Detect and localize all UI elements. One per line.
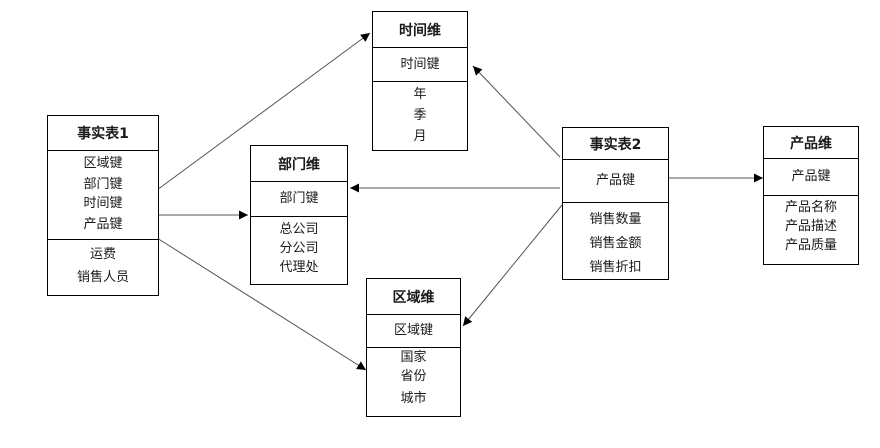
- entity-keys: 部门键: [251, 181, 347, 216]
- entity-key: 区域键: [83, 156, 123, 171]
- entity-attr: 省份: [400, 369, 427, 384]
- entity-keys: 产品键: [764, 158, 858, 195]
- edge-fact1-to-region: [156, 237, 367, 371]
- entity-time-dimension: 时间维 时间键 年 季 月: [372, 11, 468, 151]
- entity-title: 时间维: [399, 22, 441, 39]
- entity-attr: 国家: [400, 350, 427, 365]
- entity-fact-table-1: 事实表1 区域键 部门键 时间键 产品键 运费 销售人员: [47, 115, 159, 296]
- entity-attrs: 国家 省份 城市: [367, 347, 460, 416]
- entity-attr: 销售数量: [589, 212, 642, 227]
- entity-title: 事实表1: [77, 126, 129, 142]
- entity-key: 产品键: [595, 173, 635, 188]
- entity-product-dimension: 产品维 产品键 产品名称 产品描述 产品质量: [763, 126, 859, 265]
- entity-attr: 总公司: [279, 222, 319, 237]
- entity-key: 产品键: [791, 169, 831, 184]
- entity-attr: 销售折扣: [589, 260, 642, 275]
- entity-keys: 时间键: [373, 47, 467, 81]
- entity-keys: 区域键: [367, 314, 460, 347]
- entity-fact-table-2: 事实表2 产品键 销售数量 销售金额 销售折扣: [562, 127, 669, 280]
- entity-key: 部门键: [279, 191, 319, 206]
- entity-title: 部门维: [278, 156, 320, 173]
- entity-attr: 季: [413, 108, 427, 123]
- entity-keys: 区域键 部门键 时间键 产品键: [48, 150, 158, 239]
- entity-attr: 产品描述: [784, 219, 837, 234]
- entity-key: 时间键: [83, 196, 123, 211]
- entity-title: 事实表2: [589, 136, 642, 153]
- entity-title: 区域维: [392, 289, 435, 306]
- entity-attr: 销售金额: [589, 236, 642, 251]
- entity-keys: 产品键: [563, 159, 668, 202]
- entity-attr: 产品名称: [784, 200, 837, 215]
- edge-fact2-to-time: [472, 65, 561, 158]
- entity-attrs: 年 季 月: [373, 81, 467, 150]
- entity-key: 部门键: [83, 177, 123, 192]
- edge-fact1-to-time: [156, 32, 371, 191]
- entity-key: 产品键: [83, 217, 123, 232]
- entity-attr: 分公司: [279, 241, 319, 256]
- entity-attrs: 运费 销售人员: [48, 239, 158, 295]
- entity-attrs: 销售数量 销售金额 销售折扣: [563, 202, 668, 279]
- entity-region-dimension: 区域维 区域键 国家 省份 城市: [366, 278, 461, 417]
- entity-attr: 运费: [89, 247, 116, 262]
- entity-attr: 代理处: [279, 260, 319, 275]
- entity-attr: 产品质量: [784, 238, 837, 253]
- edge-fact2-to-region: [462, 204, 563, 327]
- entity-attrs: 产品名称 产品描述 产品质量: [764, 195, 858, 264]
- entity-department-dimension: 部门维 部门键 总公司 分公司 代理处: [250, 145, 348, 285]
- entity-key: 时间键: [400, 56, 440, 72]
- entity-key: 区域键: [393, 323, 433, 338]
- entity-attr: 销售人员: [76, 270, 129, 285]
- entity-attr: 城市: [400, 391, 427, 406]
- entity-attr: 年: [413, 87, 427, 102]
- entity-attrs: 总公司 分公司 代理处: [251, 216, 347, 284]
- entity-attr: 月: [413, 129, 427, 144]
- entity-title: 产品维: [790, 135, 832, 152]
